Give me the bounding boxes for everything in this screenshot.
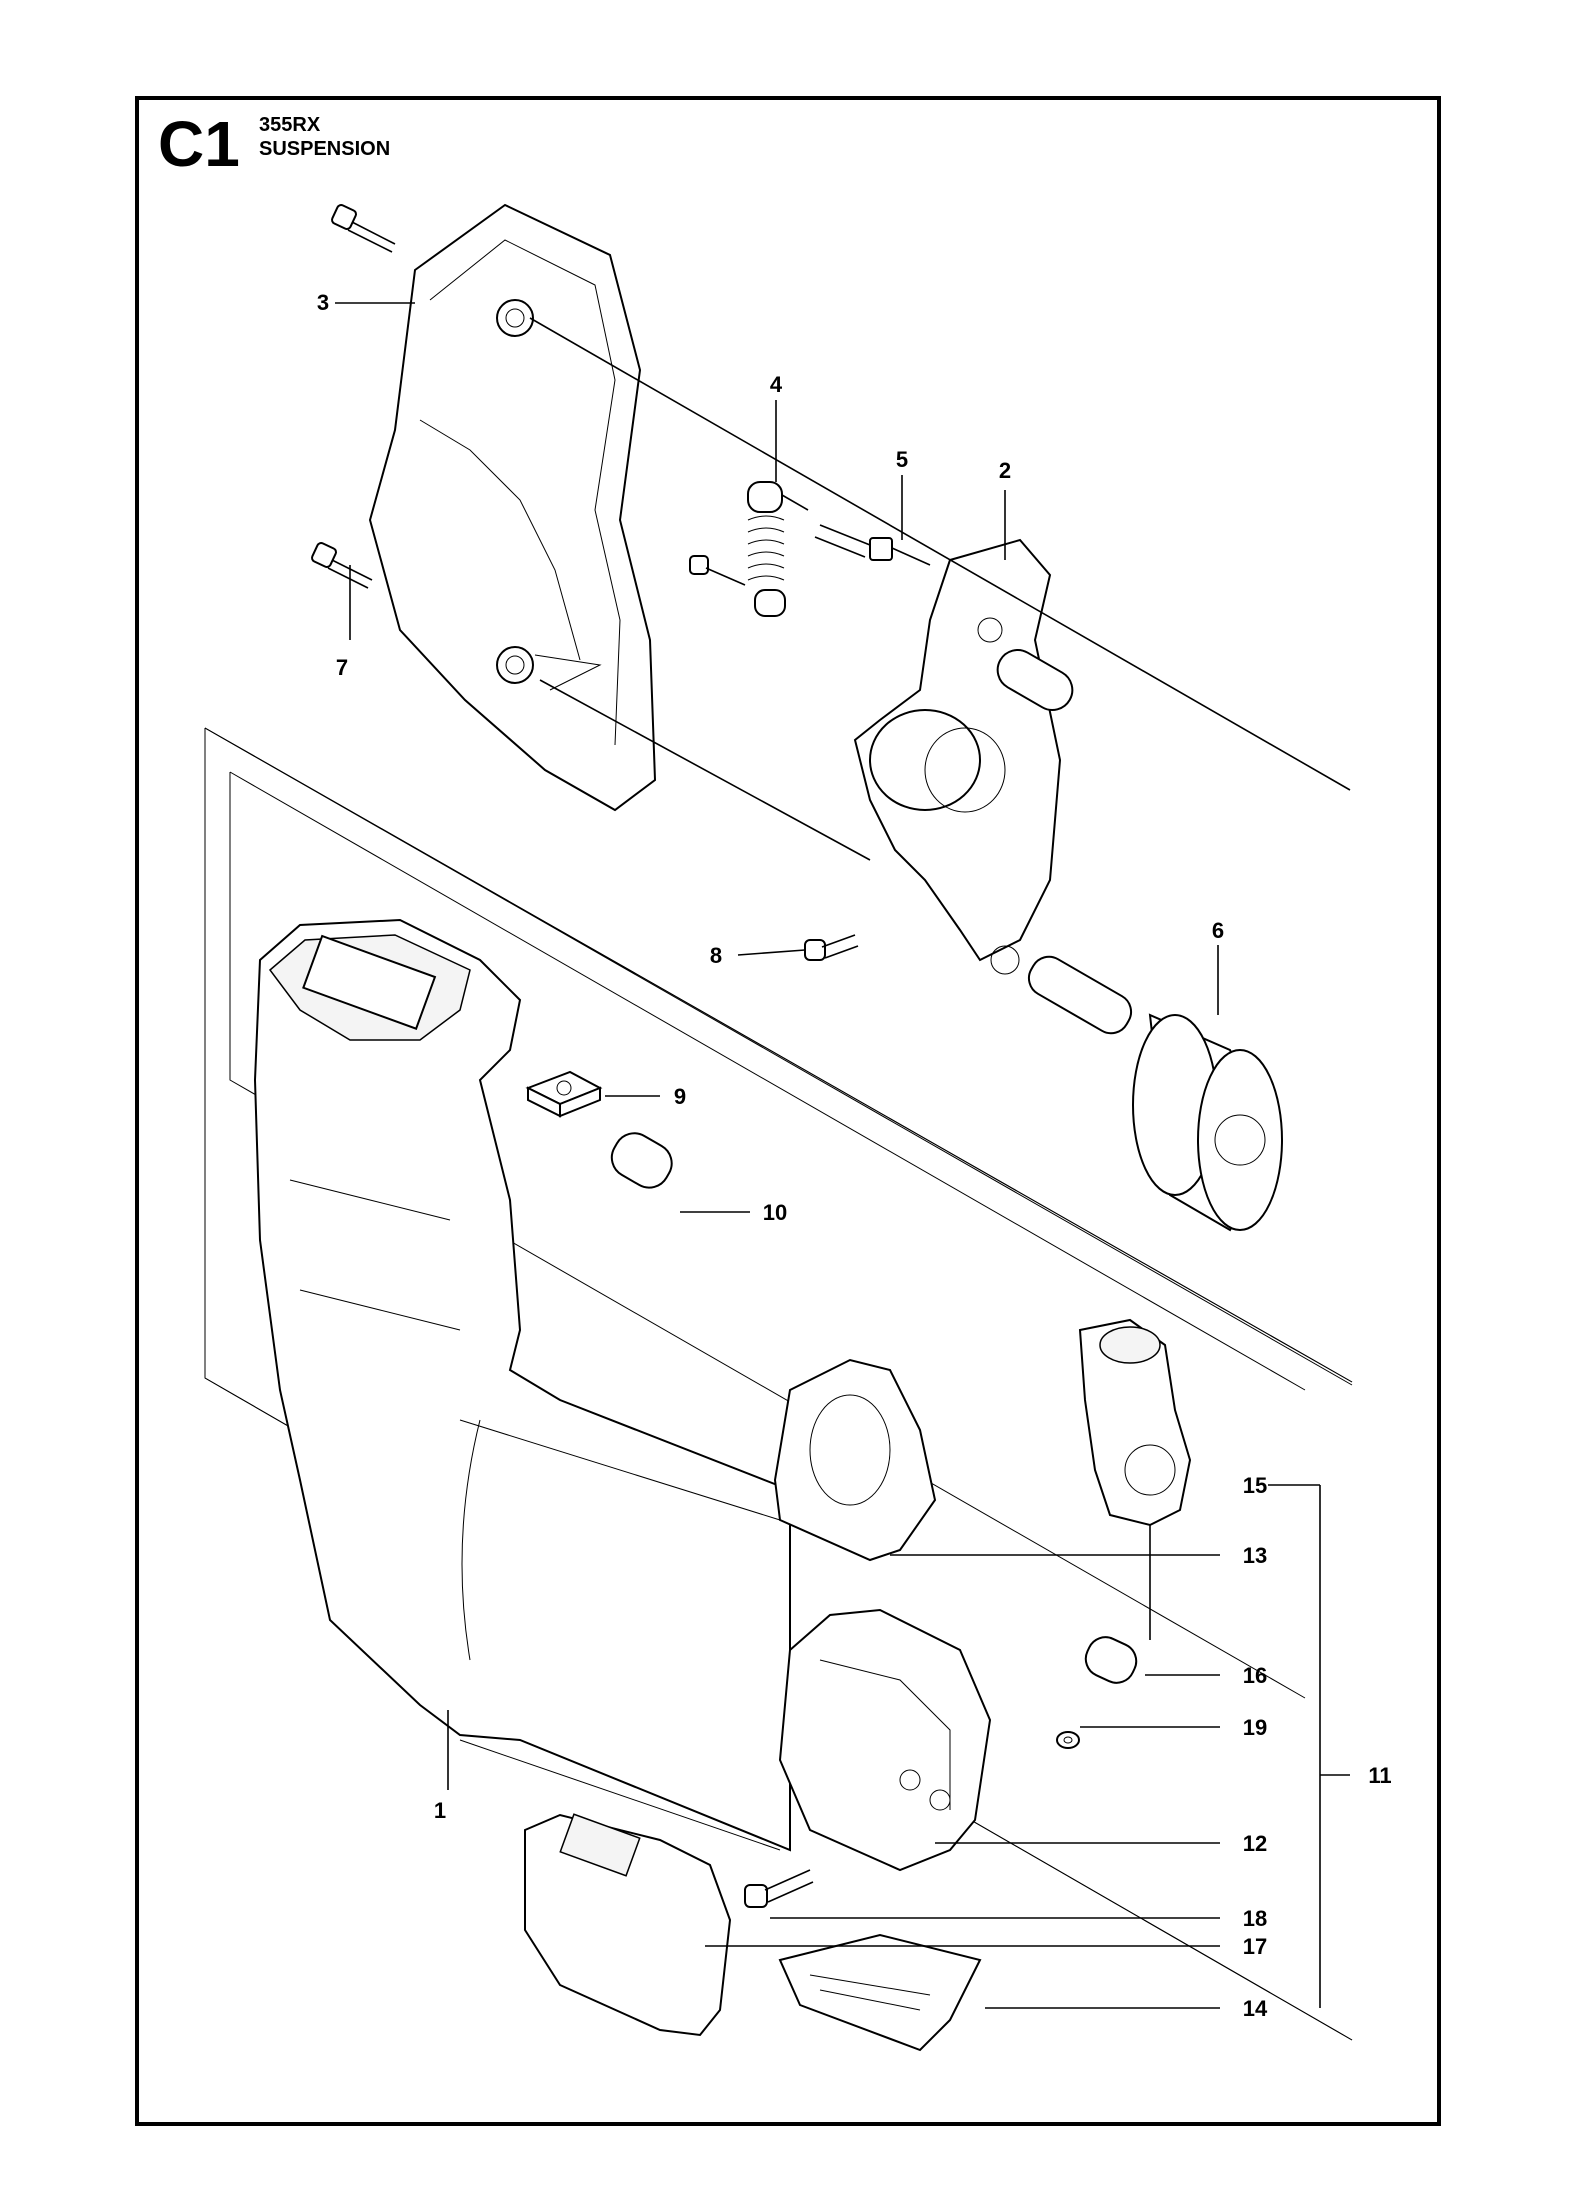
- part-8-screw: [804, 934, 859, 961]
- part-15-hook: [1078, 1318, 1192, 1527]
- part-2-bracket: [853, 538, 1133, 1035]
- group-box-inner: [229, 771, 1306, 1699]
- callout-16: 16: [1243, 1663, 1267, 1688]
- callout-8: 8: [710, 943, 722, 968]
- callout-10: 10: [763, 1200, 787, 1225]
- callout-2: 2: [999, 458, 1011, 483]
- callout-12: 12: [1243, 1831, 1267, 1856]
- part-19-washer: [1056, 1731, 1080, 1749]
- callout-7: 7: [336, 655, 348, 680]
- part-5-bolt: [814, 524, 931, 566]
- part-18-screw: [744, 1869, 814, 1908]
- part-10-sleeve: [610, 1132, 673, 1189]
- callout-14: 14: [1243, 1996, 1268, 2021]
- part-17-grip: [524, 1813, 732, 2037]
- callout-5: 5: [896, 447, 908, 472]
- callout-15: 15: [1243, 1473, 1267, 1498]
- part-13-clamp: [773, 1358, 937, 1562]
- callout-6: 6: [1212, 918, 1224, 943]
- part-screw-mid: [689, 555, 746, 586]
- section-title: SUSPENSION: [259, 138, 391, 160]
- part-screw-top: [331, 204, 396, 253]
- leader-lines: [335, 302, 1351, 2009]
- group-box-frame-a: [204, 727, 1353, 1383]
- part-16-pin: [1084, 1636, 1138, 1684]
- callout-1: 1: [434, 1798, 446, 1823]
- callout-19: 19: [1243, 1715, 1267, 1740]
- part-3-cover: [368, 203, 657, 812]
- callout-9: 9: [674, 1084, 686, 1109]
- callout-11: 11: [1368, 1763, 1391, 1788]
- part-12-clamp-half: [778, 1608, 992, 1872]
- page-frame: [135, 96, 1441, 2126]
- group-box-outer: [204, 727, 1353, 1386]
- model-name: 355RX: [259, 114, 321, 136]
- callout-4: 4: [770, 372, 783, 397]
- part-9-nut: [525, 1070, 603, 1118]
- part-14-clip: [778, 1933, 982, 2052]
- callout-17: 17: [1243, 1934, 1267, 1959]
- callout-labels: 1 2 3 4 5 6 7 8 9 10 11 12 13 14 15 16 1…: [317, 290, 1392, 2021]
- part-4-spring: [747, 481, 809, 617]
- part-1-handle: [253, 918, 791, 1852]
- callout-13: 13: [1243, 1543, 1267, 1568]
- callout-3: 3: [317, 290, 329, 315]
- part-6-damper: [1132, 1013, 1283, 1232]
- section-code: C1: [158, 108, 240, 180]
- part-7-screw: [311, 542, 373, 589]
- callout-18: 18: [1243, 1906, 1267, 1931]
